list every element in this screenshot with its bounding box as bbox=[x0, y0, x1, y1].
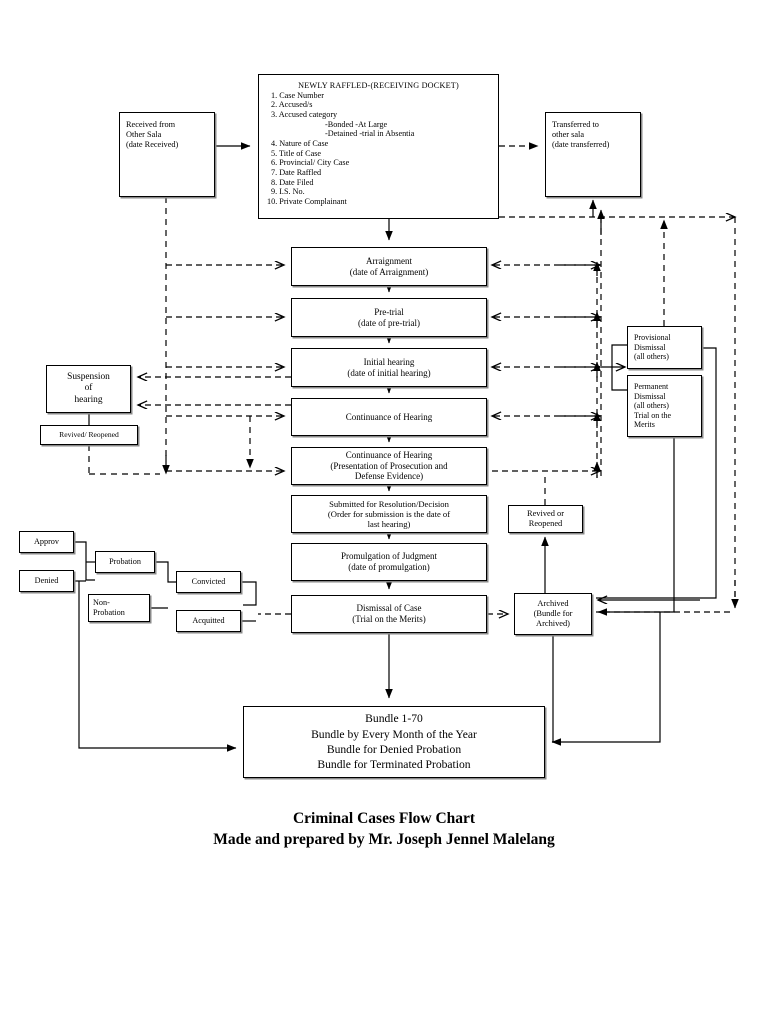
dismissal-of-case-box[interactable]: Dismissal of Case (Trial on the Merits) bbox=[291, 595, 487, 633]
docket-subitem: -Bonded -At Large bbox=[325, 119, 388, 129]
docket-item: 4. Nature of Case bbox=[271, 139, 329, 149]
docket-item: 9. I.S. No. bbox=[271, 187, 305, 197]
box-line: Non- bbox=[93, 598, 110, 608]
docket-item: 6. Provincial/ City Case bbox=[271, 158, 350, 168]
initial-hearing-box[interactable]: Initial hearing (date of initial hearing… bbox=[291, 348, 487, 387]
box-line: (date Received) bbox=[126, 139, 179, 149]
revived-or-reopened-box[interactable]: Revived or Reopened bbox=[508, 505, 583, 533]
box-line: (Trial on the Merits) bbox=[352, 614, 426, 624]
promulgation-of-judgment-box[interactable]: Promulgation of Judgment (date of promul… bbox=[291, 543, 487, 581]
box-line: (date transferred) bbox=[552, 139, 610, 149]
box-line: Revived/ Reopened bbox=[59, 429, 119, 439]
box-line: Archived) bbox=[536, 618, 570, 628]
box-line: other sala bbox=[552, 129, 585, 139]
chart-author: Made and prepared by Mr. Joseph Jennel M… bbox=[213, 831, 555, 849]
approv-box[interactable]: Approv bbox=[19, 531, 74, 553]
submitted-for-resolution-box[interactable]: Submitted for Resolution/Decision (Order… bbox=[291, 495, 487, 533]
box-line: Continuance of Hearing bbox=[345, 450, 433, 461]
box-line: Bundle 1-70 bbox=[365, 712, 423, 726]
acquitted-box[interactable]: Acquitted bbox=[176, 610, 241, 632]
box-line: Bundle by Every Month of the Year bbox=[311, 727, 477, 741]
chart-title: Criminal Cases Flow Chart bbox=[292, 810, 476, 827]
docket-item: 10. Private Complainant bbox=[267, 197, 347, 207]
box-line: Dismissal of Case bbox=[356, 603, 422, 614]
box-line: (all others) bbox=[634, 352, 669, 362]
docket-subitem: -Detained -trial in Absentia bbox=[325, 129, 415, 139]
box-line: Permanent bbox=[634, 382, 669, 392]
box-line: Convicted bbox=[191, 577, 226, 587]
archived-box[interactable]: Archived (Bundle for Archived) bbox=[514, 593, 592, 635]
box-line: (date of pre-trial) bbox=[358, 317, 420, 328]
arraignment-box[interactable]: Arraignment (date of Arraignment) bbox=[291, 247, 487, 286]
box-line: Continuance of Hearing bbox=[345, 411, 433, 422]
box-line: Initial hearing bbox=[363, 356, 415, 367]
box-line: hearing bbox=[74, 394, 103, 405]
box-line: Denied bbox=[34, 576, 59, 586]
box-line: of bbox=[84, 383, 93, 394]
received-from-other-sala-box[interactable]: Received from Other Sala (date Received) bbox=[119, 112, 215, 197]
revived-reopened-box[interactable]: Revived/ Reopened bbox=[40, 425, 138, 445]
box-line: Defense Evidence) bbox=[354, 471, 424, 482]
bundle-box[interactable]: Bundle 1-70 Bundle by Every Month of the… bbox=[243, 706, 545, 778]
box-line: Submitted for Resolution/Decision bbox=[329, 498, 449, 509]
continuance-of-hearing-box[interactable]: Continuance of Hearing bbox=[291, 398, 487, 436]
box-line: Pre-trial bbox=[374, 306, 404, 317]
box-line: Reopened bbox=[528, 519, 563, 528]
box-line: Bundle for Denied Probation bbox=[326, 743, 462, 756]
provisional-dismissal-box[interactable]: Provisional Dismissal (all others) bbox=[627, 326, 702, 369]
box-line: (Order for submission is the date of bbox=[327, 508, 451, 519]
box-line: Revived or bbox=[527, 509, 564, 519]
permanent-dismissal-box[interactable]: Permanent Dismissal (all others) Trial o… bbox=[627, 375, 702, 437]
docket-item: 3. Accused category bbox=[271, 110, 338, 120]
docket-item: 7. Date Raffled bbox=[271, 168, 322, 178]
denied-box[interactable]: Denied bbox=[19, 570, 74, 592]
suspension-of-hearing-box[interactable]: Suspension of hearing bbox=[46, 365, 131, 413]
box-line: Trial on the bbox=[634, 410, 672, 420]
box-line: Suspension bbox=[67, 372, 110, 383]
box-line: Approv bbox=[33, 537, 59, 547]
box-line: Promulgation of Judgment bbox=[341, 551, 437, 562]
box-line: Archived bbox=[537, 599, 569, 609]
box-line: Transferred to bbox=[552, 120, 599, 129]
box-line: Merits bbox=[634, 420, 655, 430]
box-line: Arraignment bbox=[366, 255, 412, 266]
docket-item: 2. Accused/s bbox=[271, 100, 313, 110]
box-line: (date of promulgation) bbox=[348, 562, 430, 572]
box-line: Probation bbox=[93, 608, 125, 617]
box-line: (Bundle for bbox=[533, 609, 573, 619]
box-line: Provisional bbox=[634, 333, 671, 343]
newly-raffled-heading: NEWLY RAFFLED-(RECEIVING DOCKET) bbox=[298, 81, 459, 90]
box-line: Received from bbox=[126, 120, 176, 129]
transferred-to-other-sala-box[interactable]: Transferred to other sala (date transfer… bbox=[545, 112, 641, 197]
docket-item: 5. Title of Case bbox=[271, 148, 322, 158]
docket-item: 1. Case Number bbox=[271, 90, 324, 100]
non-probation-box[interactable]: Non- Probation bbox=[88, 594, 150, 622]
box-line: (all others) bbox=[634, 401, 669, 411]
pre-trial-box[interactable]: Pre-trial (date of pre-trial) bbox=[291, 298, 487, 337]
box-line: (date of initial hearing) bbox=[347, 367, 431, 378]
box-line: Dismissal bbox=[634, 391, 666, 401]
convicted-box[interactable]: Convicted bbox=[176, 571, 241, 593]
box-line: Other Sala bbox=[126, 129, 162, 139]
newly-raffled-receiving-docket-box[interactable]: NEWLY RAFFLED-(RECEIVING DOCKET) 1. Case… bbox=[258, 74, 499, 219]
box-line: Bundle for Terminated Probation bbox=[317, 758, 471, 772]
box-line: Probation bbox=[109, 557, 141, 567]
box-line: (Presentation of Prosecution and bbox=[330, 460, 448, 471]
docket-item: 8. Date Filed bbox=[271, 177, 314, 187]
chart-caption: Criminal Cases Flow Chart Made and prepa… bbox=[0, 808, 768, 851]
box-line: last hearing) bbox=[367, 519, 411, 530]
box-line: (date of Arraignment) bbox=[349, 266, 429, 277]
box-line: Acquitted bbox=[192, 616, 225, 626]
box-line: Dismissal bbox=[634, 342, 666, 352]
probation-box[interactable]: Probation bbox=[95, 551, 155, 573]
continuance-of-hearing-evidence-box[interactable]: Continuance of Hearing (Presentation of … bbox=[291, 447, 487, 485]
